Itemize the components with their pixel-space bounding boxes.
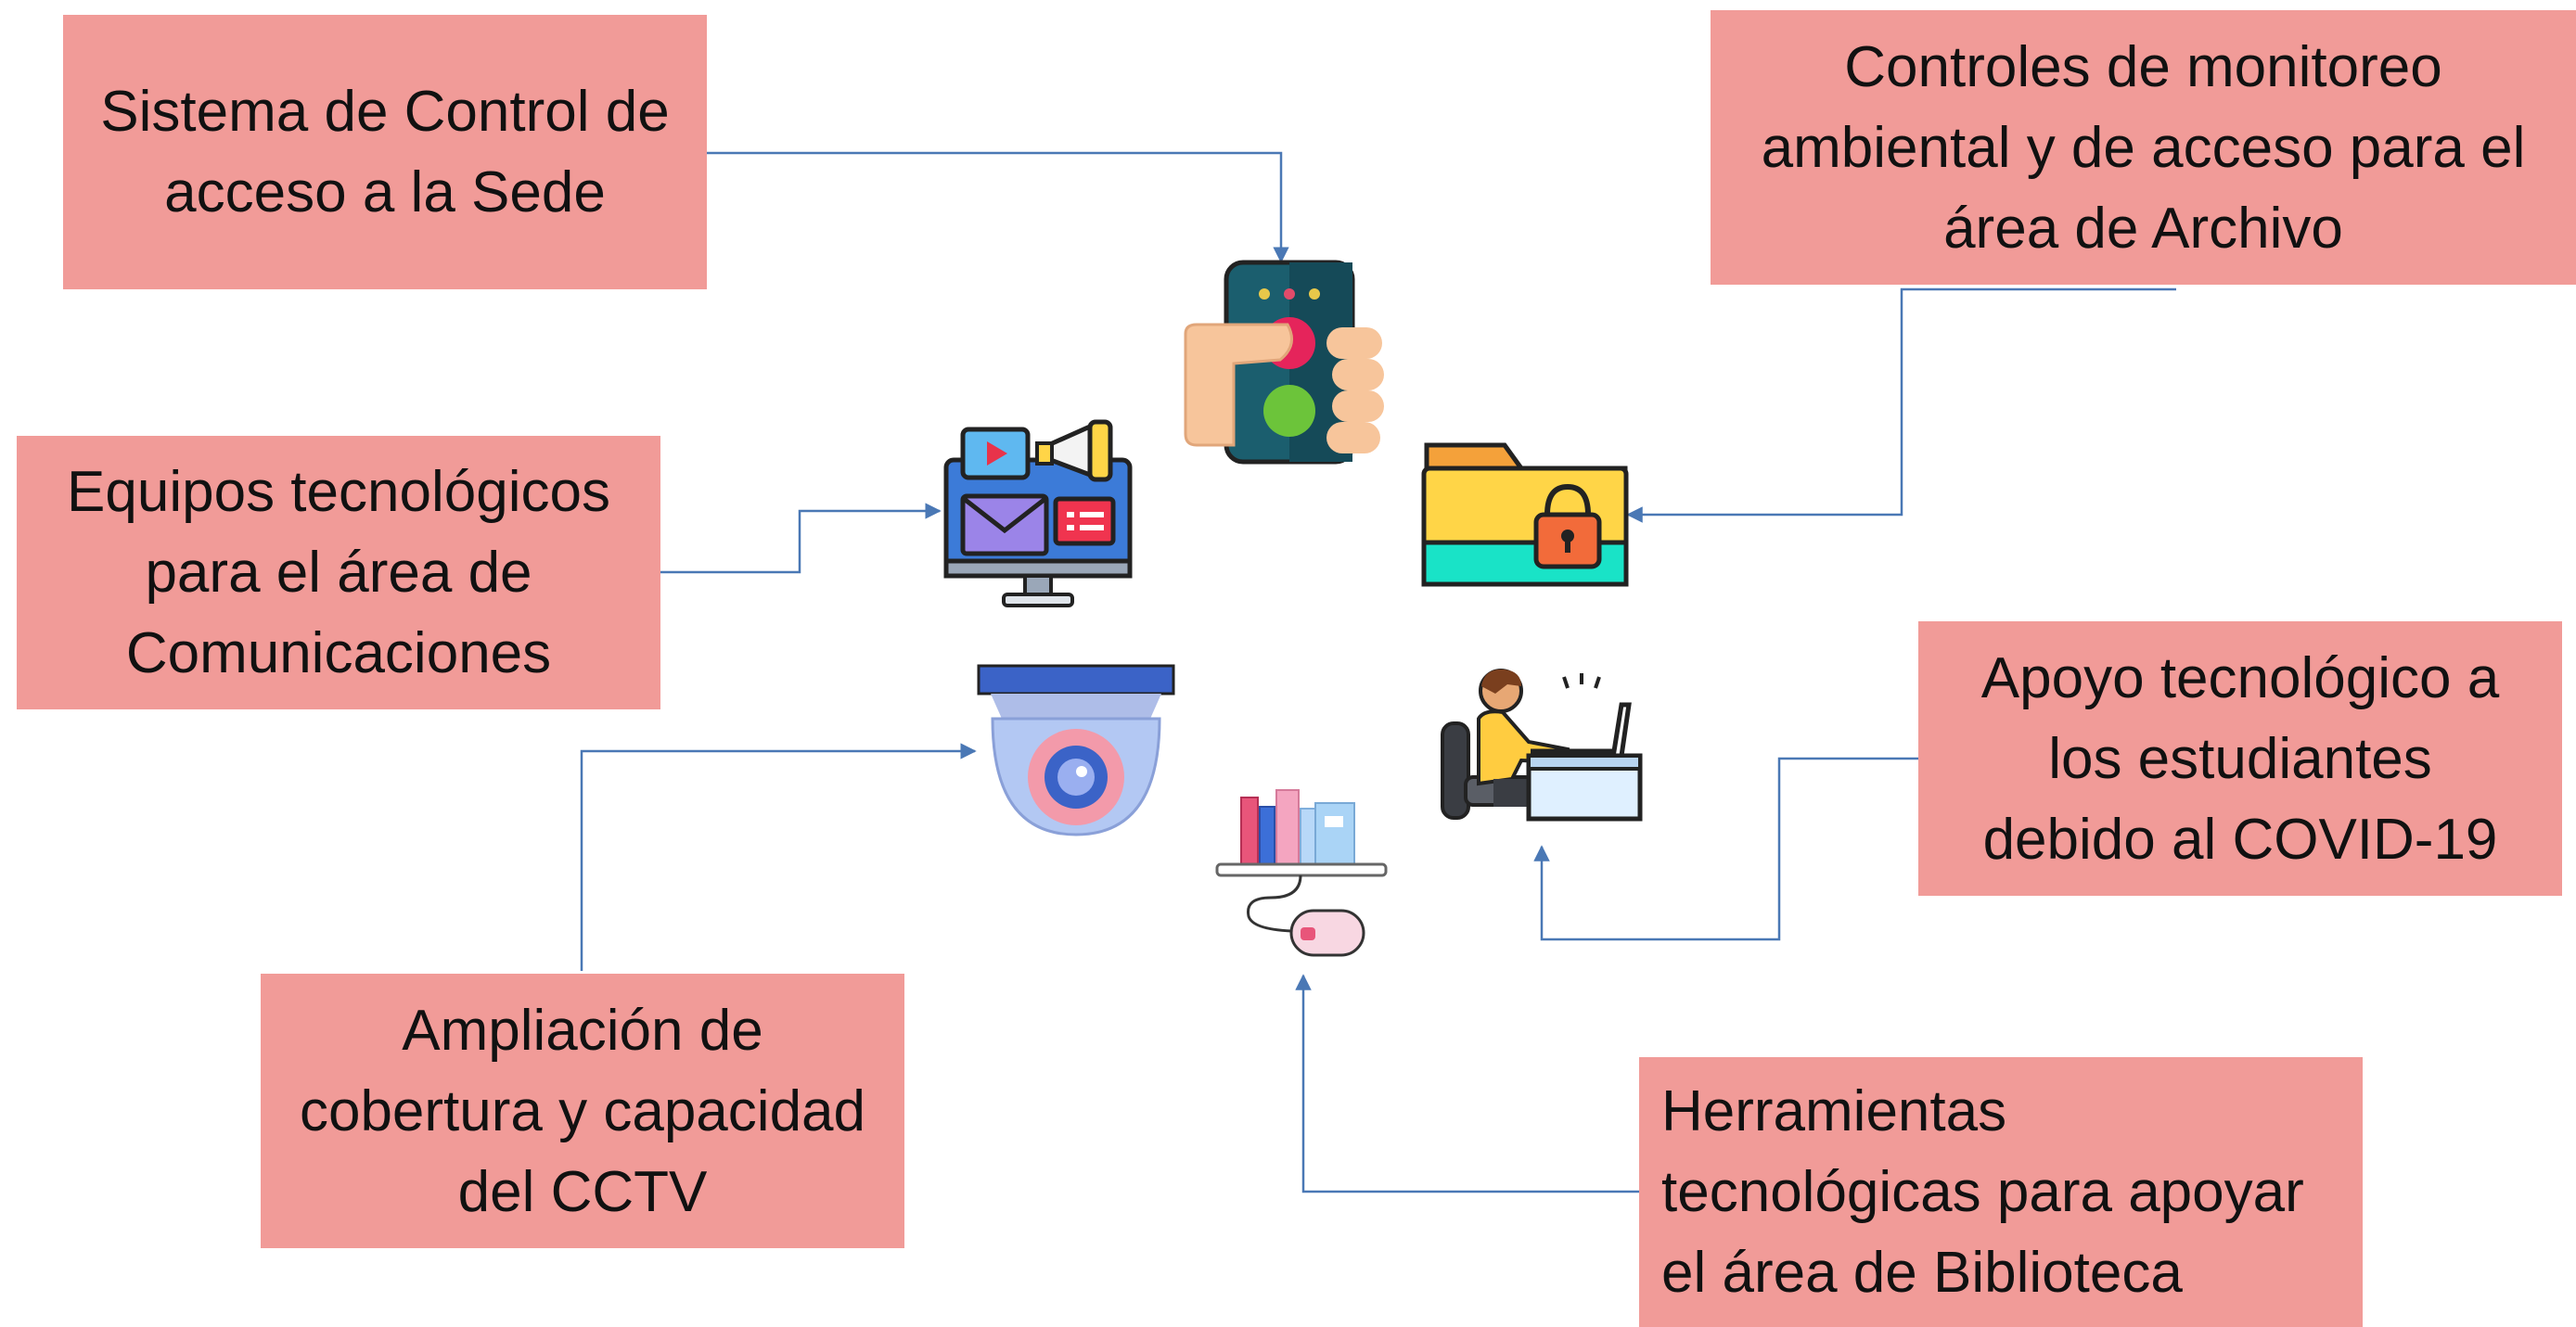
box-access-control: Sistema de Control de acceso a la Sede <box>63 15 707 289</box>
box-line: tecnológicas para apoyar <box>1661 1160 2304 1224</box>
box-line: del CCTV <box>457 1159 708 1224</box>
box-line: Equipos tecnológicos <box>67 460 610 524</box>
box-archive-controls: Controles de monitoreo ambiental y de ac… <box>1711 10 2576 285</box>
connector-communications <box>660 503 942 574</box>
student-computer-icon <box>1441 669 1643 822</box>
box-student-support: Apoyo tecnológico a los estudiantes debi… <box>1918 621 2562 896</box>
box-line: Herramientas <box>1661 1079 2007 1143</box>
box-line: área de Archivo <box>1943 196 2343 261</box>
digital-library-icon <box>1215 789 1388 957</box>
box-line: cobertura y capacidad <box>299 1078 866 1143</box>
connector-access-control <box>707 151 1289 263</box>
media-monitor-icon <box>943 419 1133 607</box>
box-library: Herramientas tecnológicas para apoyar el… <box>1639 1057 2363 1327</box>
box-line: Sistema de Control de <box>100 80 670 144</box>
connector-archive-controls <box>1626 287 2176 523</box>
box-cctv: Ampliación de cobertura y capacidad del … <box>261 974 904 1248</box>
hand-remote-access-icon <box>1184 260 1384 465</box>
box-line: Controles de monitoreo <box>1844 34 2442 99</box>
connector-library <box>1295 974 1639 1193</box>
box-line: los estudiantes <box>2048 726 2432 791</box>
box-line: debido al COVID-19 <box>1982 807 2498 872</box>
box-line: el área de Biblioteca <box>1661 1241 2183 1305</box>
box-line: para el área de <box>145 541 532 605</box>
dome-camera-icon <box>977 664 1175 836</box>
connector-cctv <box>580 743 977 971</box>
locked-folder-icon <box>1421 442 1629 587</box>
box-line: acceso a la Sede <box>164 160 606 224</box>
box-line: Ampliación de <box>402 998 763 1063</box>
connector-student-support <box>1533 757 1918 941</box>
box-line: ambiental y de acceso para el <box>1761 115 2526 180</box>
box-communications: Equipos tecnológicos para el área de Com… <box>17 436 660 709</box>
box-line: Apoyo tecnológico a <box>1980 645 2500 710</box>
box-line: Comunicaciones <box>125 621 552 685</box>
